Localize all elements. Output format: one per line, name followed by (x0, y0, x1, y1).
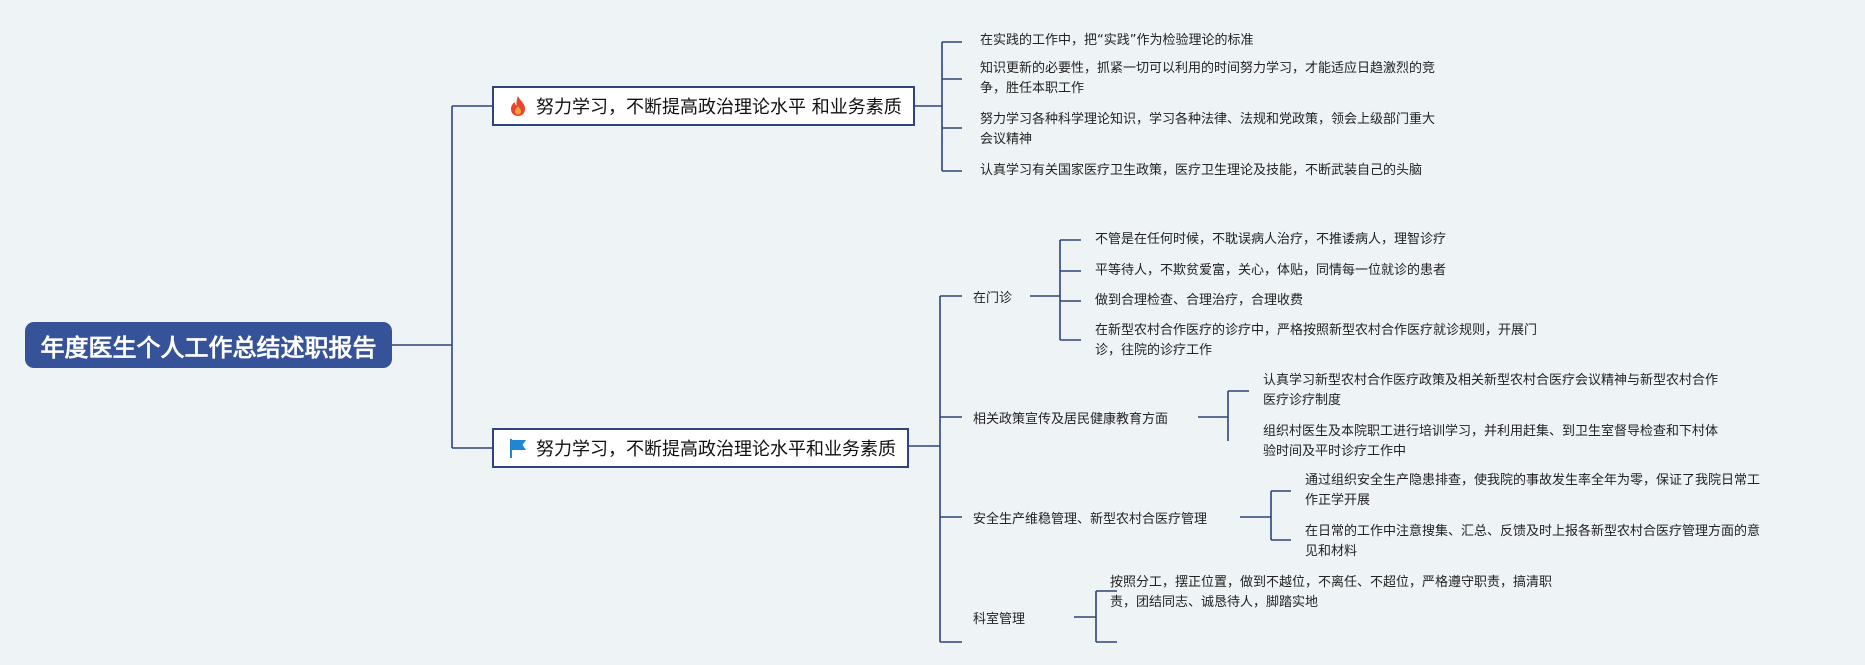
leaf-item: 努力学习各种科学理论知识，学习各种法律、法规和党政策，领会上级部门重大 (980, 112, 1436, 127)
leaf-item: 作正学开展 (1305, 493, 1371, 508)
root-label: 年度医生个人工作总结述职报告 (40, 333, 377, 362)
leaf-item: 验时间及平时诊疗工作中 (1263, 444, 1407, 459)
subtopic-policy-education[interactable]: 相关政策宣传及居民健康教育方面 (973, 412, 1169, 427)
flag-icon (508, 437, 528, 459)
branch2-connector (909, 295, 962, 643)
leaf-item: 认真学习有关国家医疗卫生政策，医疗卫生理论及技能，不断武装自己的头脑 (980, 163, 1423, 178)
sub4-connector (1074, 590, 1117, 643)
branch-node-study[interactable]: 努力学习，不断提高政治理论水平 和业务素质 (492, 86, 915, 126)
root-node[interactable]: 年度医生个人工作总结述职报告 (25, 322, 392, 368)
leaf-item: 通过组织安全生产隐患排查，使我院的事故发生率全年为零，保证了我院日常工 (1305, 473, 1761, 488)
sub3-connector (1240, 490, 1291, 541)
leaf-item: 组织村医生及本院职工进行培训学习，并利用赶集、到卫生室督导检查和下村体 (1263, 424, 1719, 439)
leaf-item: 在日常的工作中注意搜集、汇总、反馈及时上报各新型农村合医疗管理方面的意 (1305, 524, 1761, 539)
fire-icon (508, 95, 528, 117)
sub2-connector (1198, 390, 1249, 441)
branch-label: 努力学习，不断提高政治理论水平和业务素质 (536, 439, 896, 460)
leaf-item: 责，团结同志、诚恳待人，脚踏实地 (1110, 595, 1319, 610)
leaf-item: 在新型农村合作医疗的诊疗中，严格按照新型农村合作医疗就诊规则，开展门 (1095, 323, 1538, 338)
root-connector (392, 105, 492, 449)
subtopic-outpatient[interactable]: 在门诊 (973, 291, 1013, 306)
leaf-item: 会议精神 (980, 132, 1033, 147)
leaf-item: 争，胜任本职工作 (980, 81, 1085, 96)
sub1-connector (1030, 239, 1081, 341)
leaf-item: 在实践的工作中，把“实践”作为检验理论的标准 (980, 33, 1254, 48)
leaf-item: 知识更新的必要性，抓紧一切可以利用的时间努力学习，才能适应日趋激烈的竞 (980, 61, 1436, 76)
leaf-item: 认真学习新型农村合作医疗政策及相关新型农村合医疗会议精神与新型农村合作 (1263, 373, 1719, 388)
subtopic-safety-management[interactable]: 安全生产维稳管理、新型农村合医疗管理 (973, 512, 1208, 527)
leaf-item: 见和材料 (1305, 544, 1358, 559)
branch1-connector (915, 41, 962, 172)
leaf-item: 医疗诊疗制度 (1263, 393, 1342, 408)
leaf-item: 诊，往院的诊疗工作 (1095, 343, 1213, 358)
leaf-item: 平等待人，不欺贫爱富，关心，体贴，同情每一位就诊的患者 (1095, 263, 1447, 278)
leaf-item: 按照分工，摆正位置，做到不越位，不离任、不超位，严格遵守职责，搞清职 (1110, 575, 1553, 590)
leaf-item: 做到合理检查、合理治疗，合理收费 (1095, 293, 1304, 308)
branch-node-practice[interactable]: 努力学习，不断提高政治理论水平和业务素质 (492, 428, 909, 468)
subtopic-department-management[interactable]: 科室管理 (973, 612, 1026, 627)
branch-label: 努力学习，不断提高政治理论水平 和业务素质 (536, 97, 902, 118)
leaf-item: 不管是在任何时候，不耽误病人治疗，不推诿病人，理智诊疗 (1095, 232, 1447, 247)
